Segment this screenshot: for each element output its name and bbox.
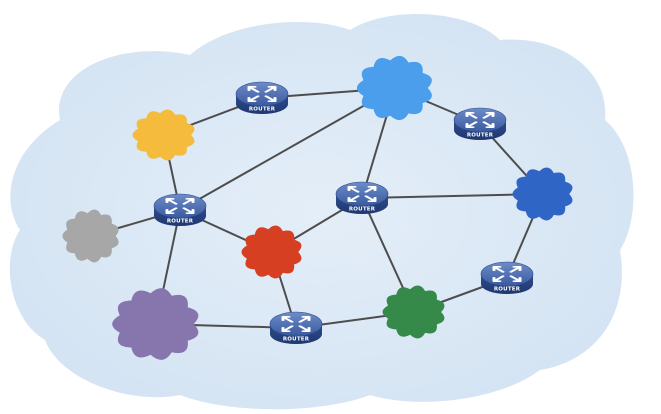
- r-bottom: ROUTER: [269, 311, 323, 344]
- router-label: ROUTER: [249, 107, 276, 113]
- router-icon: [480, 261, 534, 294]
- cloud-icon: [62, 209, 119, 263]
- cloud-icon: [112, 288, 199, 360]
- router-icon: [235, 81, 289, 114]
- router-icon: [453, 107, 507, 140]
- r-bottom-right: ROUTER: [480, 261, 534, 294]
- router-label: ROUTER: [494, 287, 521, 293]
- net-green: [382, 285, 445, 339]
- router-label: ROUTER: [349, 207, 376, 213]
- r-right: ROUTER: [453, 107, 507, 140]
- r-left: ROUTER: [153, 193, 207, 226]
- r-top: ROUTER: [235, 81, 289, 114]
- router-label: ROUTER: [283, 337, 310, 343]
- net-red: [241, 225, 302, 279]
- net-purple: [112, 288, 199, 360]
- router-icon: [335, 181, 389, 214]
- cloud-icon: [132, 109, 195, 161]
- routers-layer: ROUTER ROUTER ROUTER ROUTER ROUTER ROUTER: [153, 81, 534, 344]
- net-darkblue: [512, 167, 573, 221]
- networks-layer: [62, 55, 573, 360]
- cloud-icon: [382, 285, 445, 339]
- net-gray: [62, 209, 119, 263]
- r-center: ROUTER: [335, 181, 389, 214]
- cloud-icon: [241, 225, 302, 279]
- cloud-icon: [512, 167, 573, 221]
- link-net-blue-r-left: [179, 87, 396, 211]
- router-label: ROUTER: [467, 133, 494, 139]
- router-icon: [269, 311, 323, 344]
- router-label: ROUTER: [167, 219, 194, 225]
- net-yellow: [132, 109, 195, 161]
- router-icon: [153, 193, 207, 226]
- net-blue: [356, 55, 432, 121]
- cloud-icon: [356, 55, 432, 121]
